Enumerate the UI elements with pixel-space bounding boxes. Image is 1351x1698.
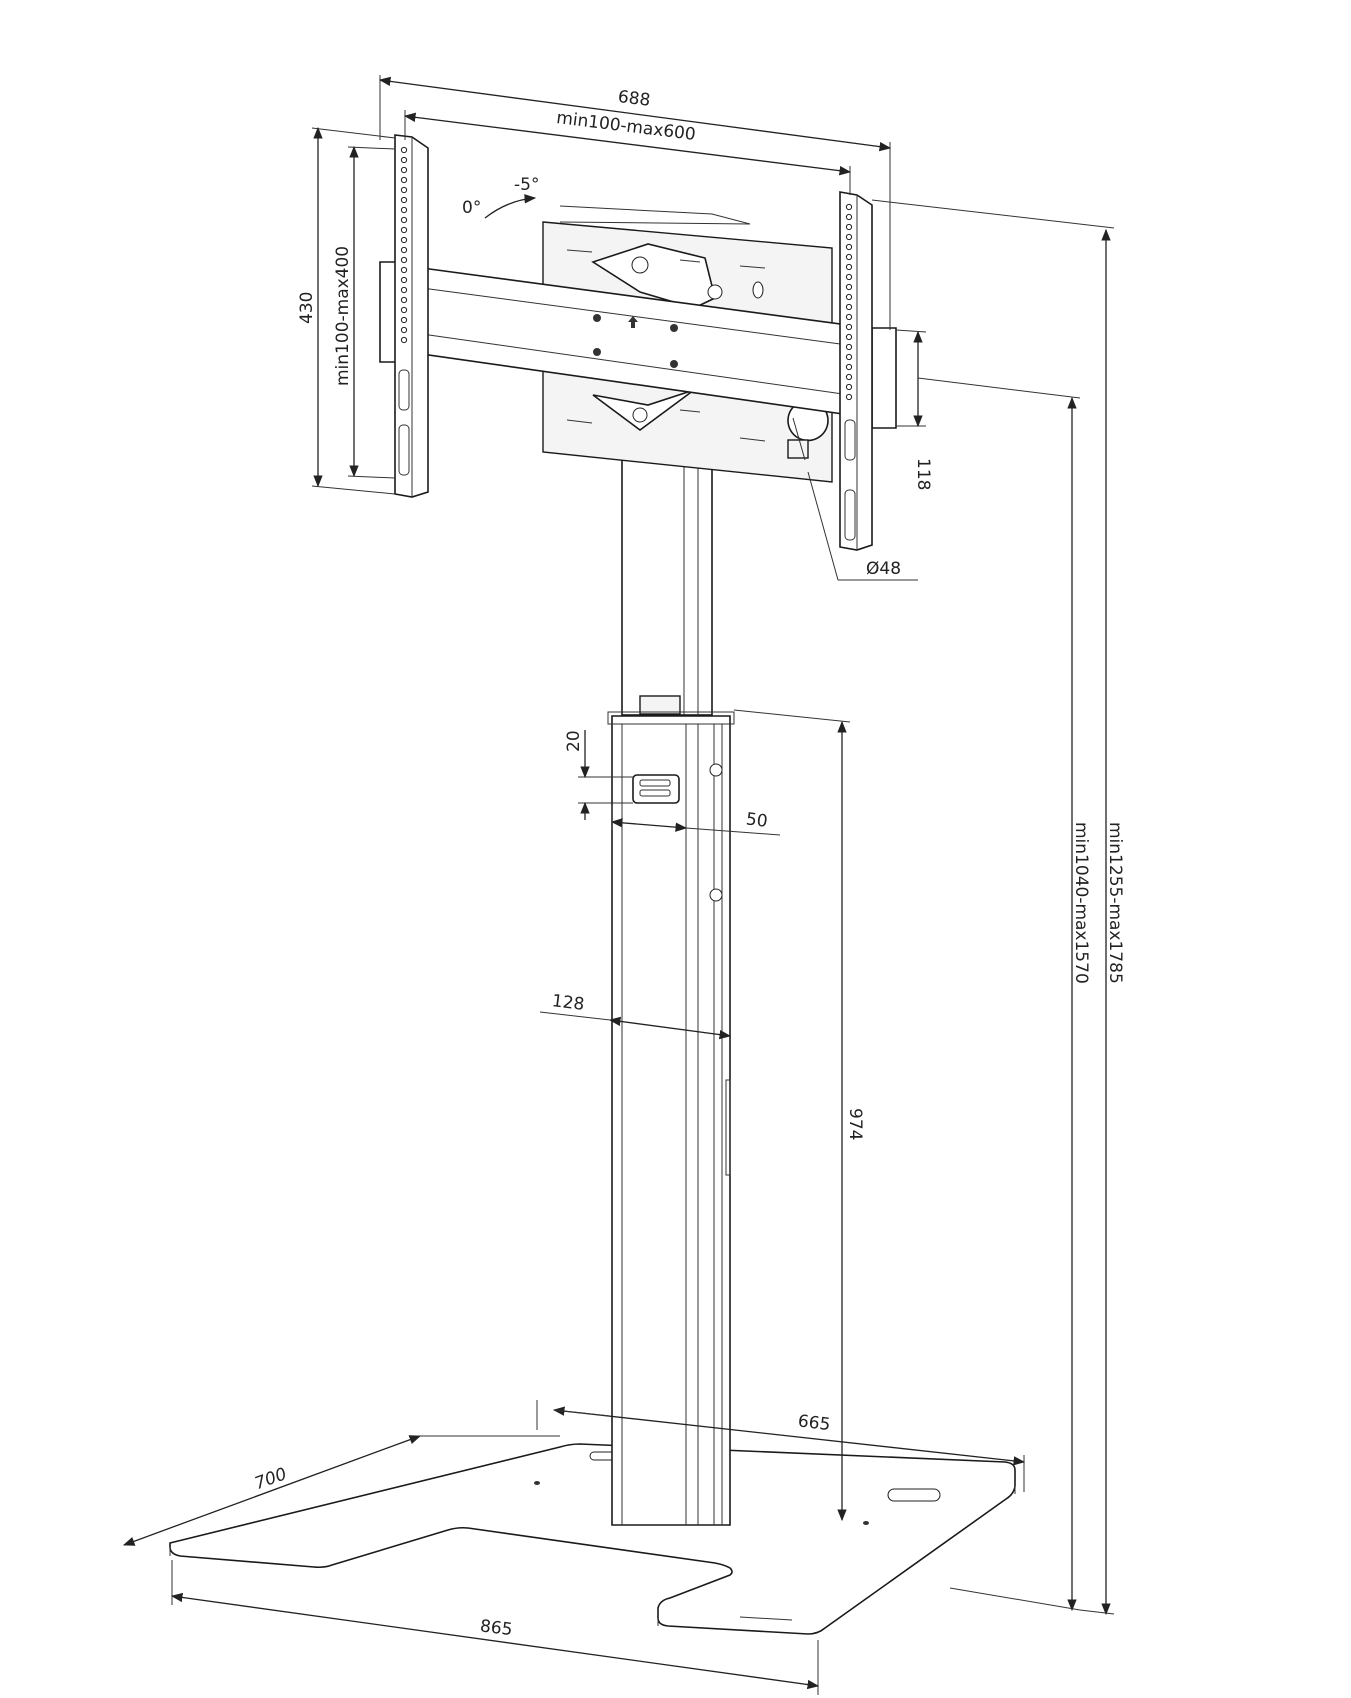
label-base-width: 865: [479, 1616, 514, 1640]
vesa-hole: [845, 273, 853, 281]
vesa-hole: [845, 343, 853, 351]
vesa-hole: [845, 293, 853, 301]
vesa-hole: [400, 196, 408, 204]
lower-column: [607, 711, 735, 1526]
vesa-hole: [845, 283, 853, 291]
vesa-hole: [400, 326, 408, 334]
vesa-hole: [845, 313, 853, 321]
vesa-hole: [400, 246, 408, 254]
vesa-hole: [400, 306, 408, 314]
vesa-hole: [400, 146, 408, 154]
vesa-hole: [845, 353, 853, 361]
vesa-hole: [845, 213, 853, 221]
label-height-range-center: min1040-max1570: [1071, 822, 1091, 984]
label-column-height: 974: [845, 1108, 865, 1140]
vesa-hole: [400, 296, 408, 304]
label-pole-diameter: Ø48: [866, 559, 901, 579]
vesa-hole: [400, 256, 408, 264]
vesa-hole: [845, 223, 853, 231]
vesa-hole: [400, 206, 408, 214]
vesa-hole: [845, 373, 853, 381]
label-slot-height: 20: [564, 730, 584, 752]
vesa-hole: [400, 236, 408, 244]
label-vesa-width: min100-max600: [555, 108, 697, 145]
vesa-hole: [400, 176, 408, 184]
vesa-hole: [845, 303, 853, 311]
vesa-hole: [400, 276, 408, 284]
vesa-hole: [845, 263, 853, 271]
vesa-hole: [845, 393, 853, 401]
vesa-hole: [845, 233, 853, 241]
label-height-range-top: min1255-max1785: [1105, 822, 1125, 984]
vesa-hole: [845, 323, 853, 331]
label-vesa-height: min100-max400: [333, 246, 353, 386]
label-height-total: 430: [297, 292, 317, 324]
label-width-total: 688: [617, 87, 652, 111]
vesa-hole: [845, 363, 853, 371]
label-tilt-minus: -5°: [514, 175, 539, 195]
label-base-depth: 700: [252, 1464, 289, 1494]
base-plate: [169, 1443, 1016, 1635]
vesa-hole: [845, 243, 853, 251]
label-base-depth-pole: 665: [797, 1411, 832, 1435]
vesa-hole: [400, 266, 408, 274]
vesa-arm-left: [394, 134, 429, 498]
vesa-hole: [400, 316, 408, 324]
label-tilt-zero: 0°: [462, 198, 481, 218]
vesa-hole: [845, 203, 853, 211]
vesa-hole: [845, 383, 853, 391]
vesa-hole: [845, 253, 853, 261]
vesa-hole: [400, 336, 408, 344]
vesa-hole: [400, 156, 408, 164]
vesa-hole: [845, 333, 853, 341]
dimension-labels: 688 min100-max600 430 min100-max400 0° -…: [252, 87, 1125, 1640]
vesa-hole: [400, 186, 408, 194]
vesa-hole: [400, 286, 408, 294]
dimension-lines: [122, 75, 1115, 1695]
label-bracket-offset: 118: [913, 458, 933, 490]
vesa-arm-right: [839, 191, 873, 551]
label-column-width: 128: [551, 991, 586, 1015]
vesa-hole: [400, 166, 408, 174]
vesa-hole: [400, 226, 408, 234]
label-slot-width: 50: [745, 809, 769, 831]
vesa-hole: [400, 216, 408, 224]
